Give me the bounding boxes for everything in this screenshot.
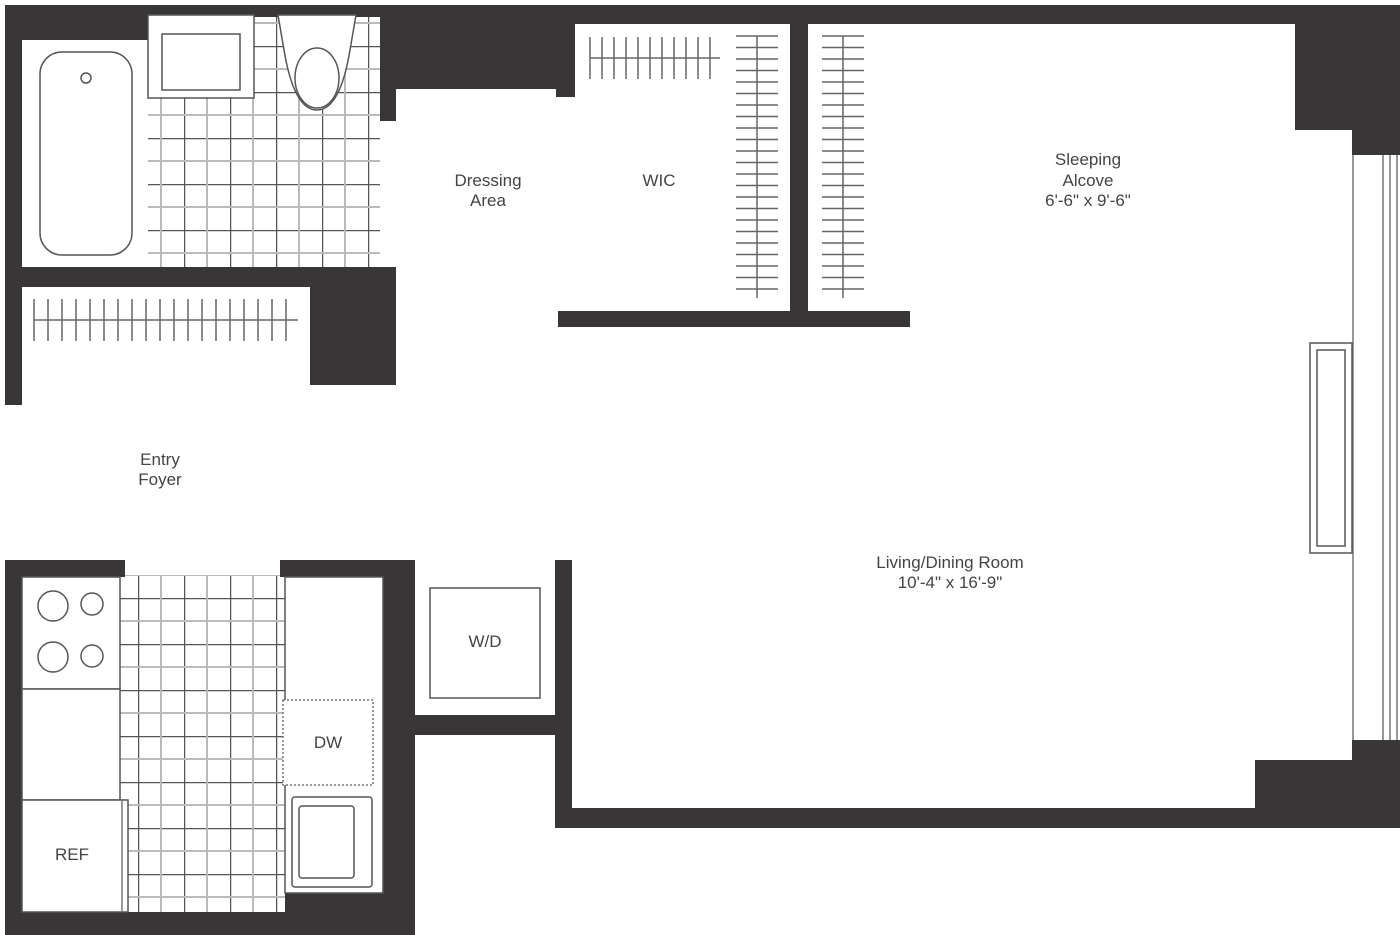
kitchen-tile-floor [120,575,285,912]
bathtub [22,40,148,267]
foyer-closet-rod [33,299,298,341]
sleeping-alcove-label-1: Sleeping [1055,150,1121,169]
wic-label: WIC [642,171,675,190]
living-dining-dimensions: 10'-4" x 16'-9" [898,573,1003,592]
sleeping-alcove-label-2: Alcove [1062,171,1113,190]
wic-closet-rod-horizontal [589,37,720,79]
kitchen-counter [21,688,121,801]
window [1352,155,1398,740]
living-dining-label: Living/Dining Room [876,553,1023,572]
radiator [1309,342,1353,554]
alcove-closet-rod [822,35,864,298]
sleeping-alcove-dimensions: 6'-6" x 9'-6" [1045,191,1131,210]
toilet [277,14,357,111]
dressing-area-label-2: Area [470,191,506,210]
dishwasher: DW [282,699,374,786]
washer-dryer: W/D [429,587,541,699]
cooktop [21,576,121,690]
refrigerator: REF [21,799,129,913]
dressing-area-label-1: Dressing [454,171,521,190]
entry-foyer-label-1: Entry [140,450,180,469]
sink-vanity [147,14,255,99]
kitchen-sink [291,796,373,888]
walls [5,5,1400,935]
entry-foyer-label-2: Foyer [138,470,182,489]
wic-closet-rod-vertical [736,35,778,298]
wd-label: W/D [468,632,501,651]
dw-label: DW [314,733,342,752]
ref-label: REF [55,845,89,864]
